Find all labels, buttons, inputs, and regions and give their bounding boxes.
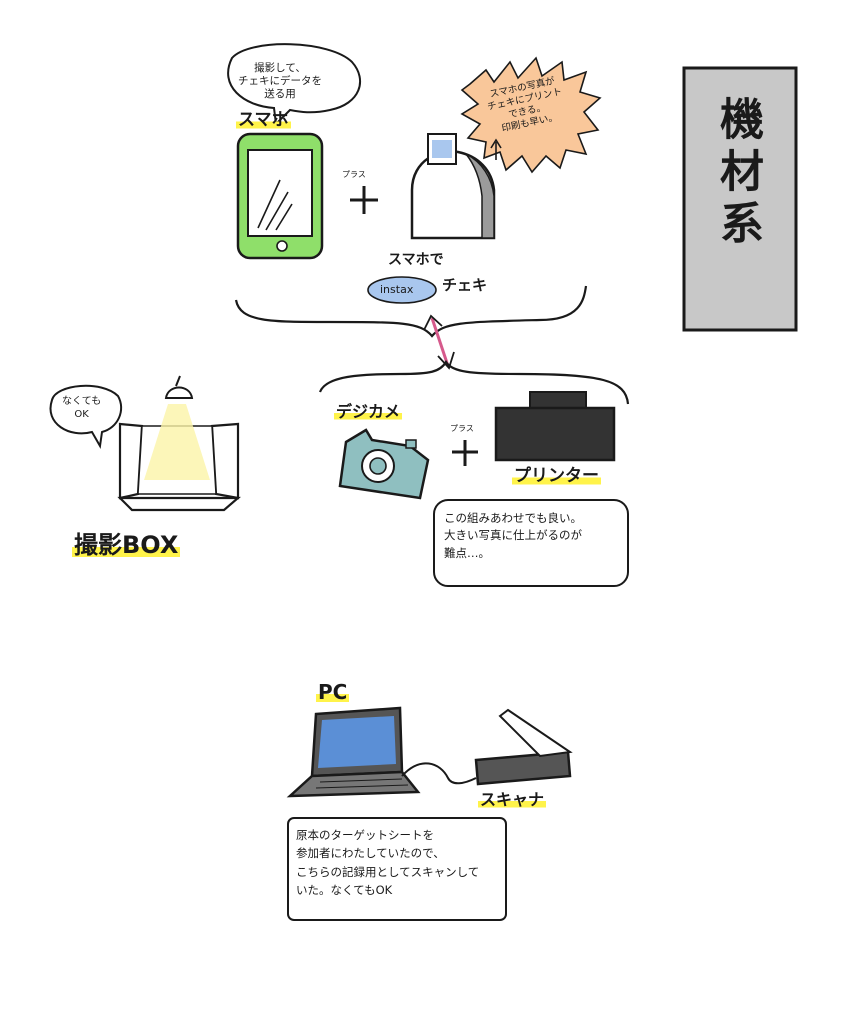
pc-label: PC (316, 680, 350, 704)
photo-box-label: 撮影BOX (72, 531, 181, 559)
combo-note-text: この組みあわせでも良い。 大きい写真に仕上がるのが 難点…。 (444, 511, 582, 560)
instax-label-top: スマホで (388, 252, 444, 268)
photo-box-icon (117, 375, 241, 512)
scanner-icon (474, 708, 573, 786)
top-brace (234, 285, 588, 338)
plus-icon (452, 440, 478, 466)
smartphone-bubble (227, 43, 362, 127)
digital-camera-icon (338, 428, 430, 500)
instax-label-bottom: チェキ (442, 276, 488, 294)
smartphone-label: スマホ (236, 110, 291, 130)
bottom-brace (318, 359, 630, 405)
smartphone-icon (236, 132, 324, 260)
cable (401, 762, 477, 785)
instax-badge (367, 276, 437, 304)
smartphone-bubble-text: 撮影して、 チェキにデータを 送る用 (238, 62, 322, 101)
scan-note-box (287, 817, 507, 921)
plus-label: プラス (342, 170, 366, 179)
scanner-label: スキャナ (478, 790, 547, 809)
instax-badge-text: instax (380, 283, 414, 296)
double-arrow-icon (423, 314, 455, 370)
title-panel (682, 66, 798, 332)
photo-box-bubble (49, 384, 123, 450)
combo-note-box (433, 499, 629, 587)
plus-label-2: プラス (450, 424, 474, 433)
printer-label: プリンター (512, 466, 601, 486)
photo-box-bubble-text: なくても OK (62, 396, 102, 420)
laptop-icon (286, 706, 421, 798)
photo-printer-icon (494, 391, 616, 462)
scan-note-text: 原本のターゲットシートを 参加者にわたしていたので、 こちらの記録用としてスキャ… (296, 828, 480, 898)
plus-icon (350, 186, 378, 214)
instax-printer-icon (410, 133, 496, 240)
page-title: 機材系 (712, 96, 763, 252)
digicam-label: デジカメ (334, 402, 403, 421)
